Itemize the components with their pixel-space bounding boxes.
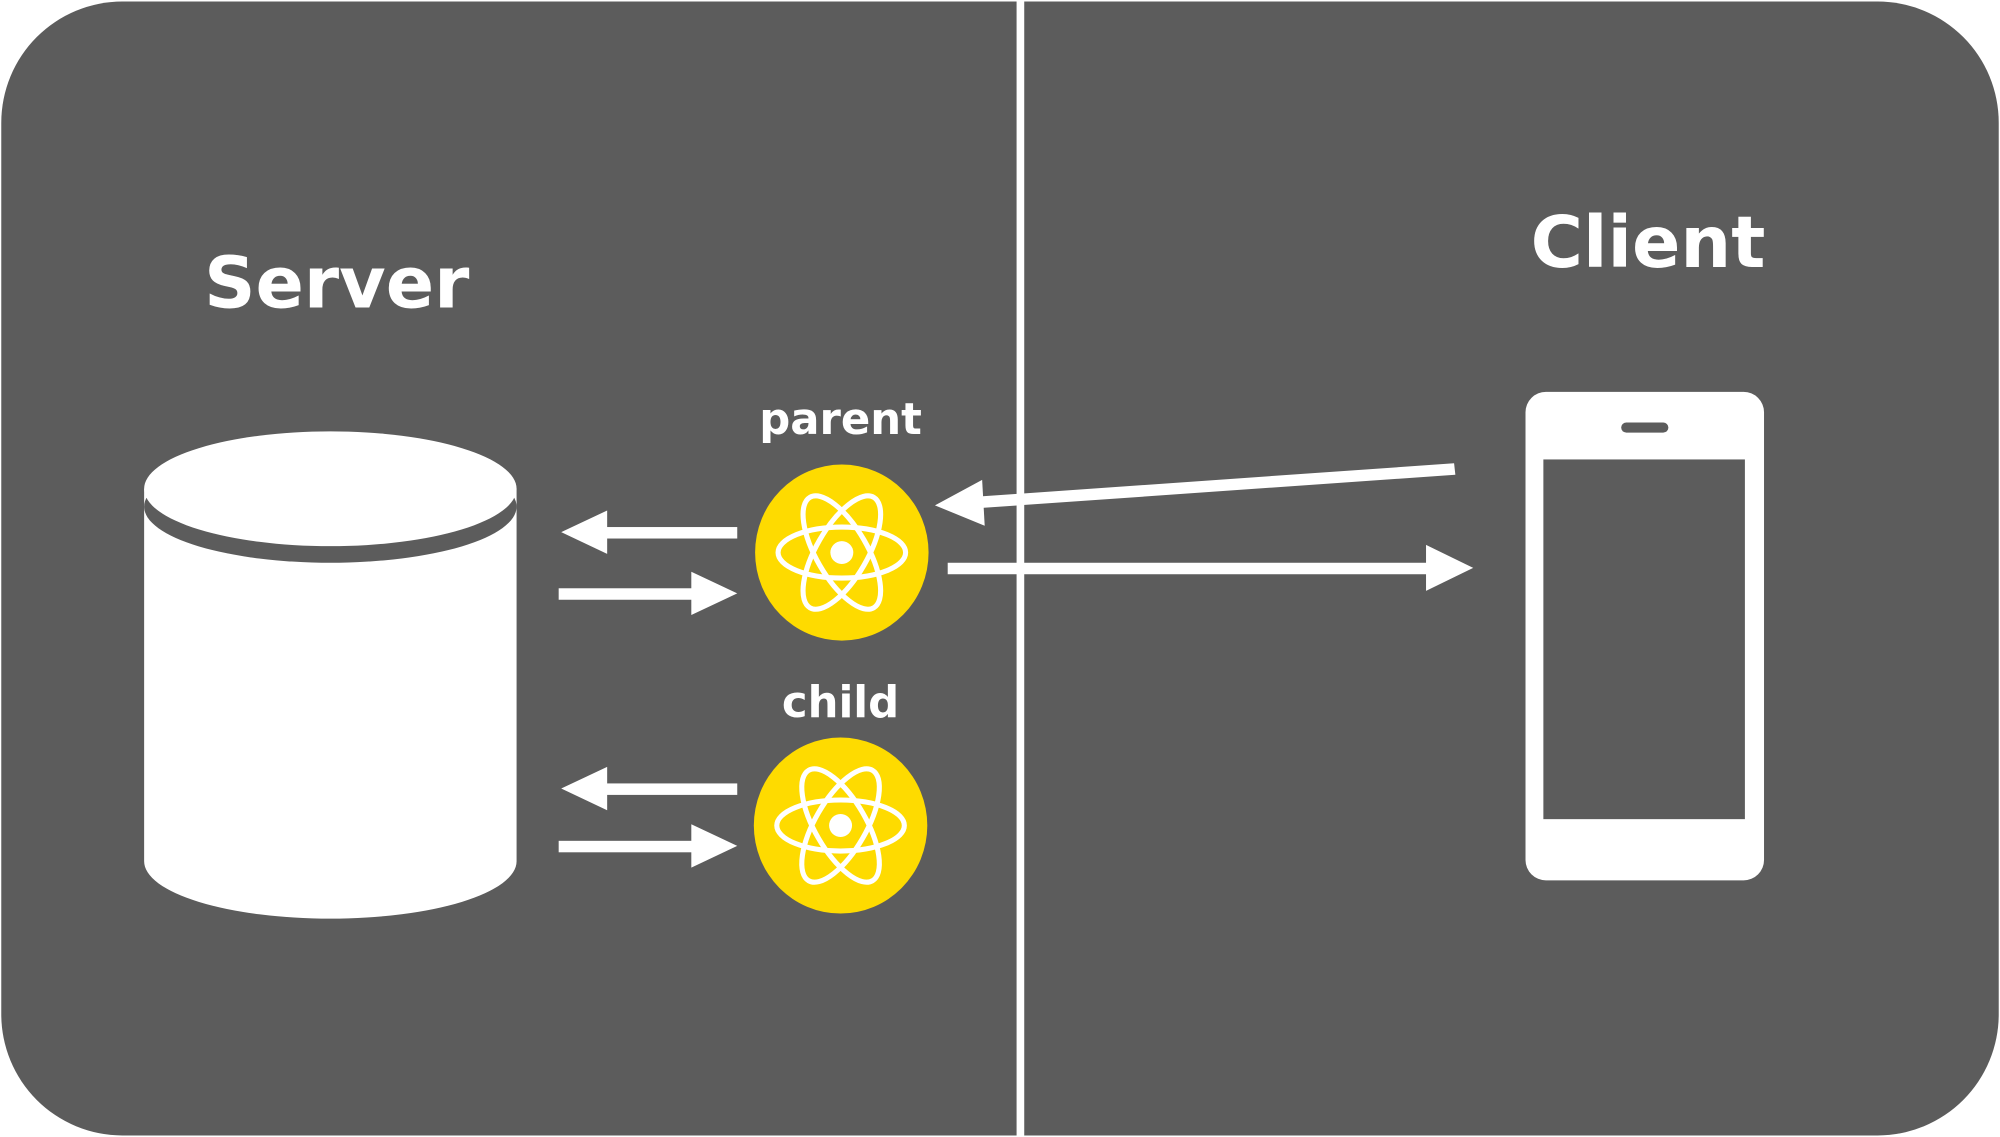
smartphone-icon	[1525, 391, 1765, 881]
arrow-child-to-database	[561, 766, 738, 811]
parent-label: parent	[759, 395, 922, 445]
child-label: child	[782, 678, 899, 728]
parent-react-node	[755, 464, 929, 641]
arrow-parent-to-database	[561, 510, 738, 554]
client-heading: Client	[1531, 201, 1766, 284]
arrow-database-to-child	[558, 824, 738, 868]
arrow-parent-to-client	[947, 544, 1474, 591]
database-cylinder-icon	[144, 431, 517, 919]
server-heading: Server	[204, 242, 469, 325]
child-react-node	[753, 737, 928, 914]
arrow-client-to-parent	[934, 463, 1456, 526]
arrow-database-to-parent	[558, 571, 738, 616]
